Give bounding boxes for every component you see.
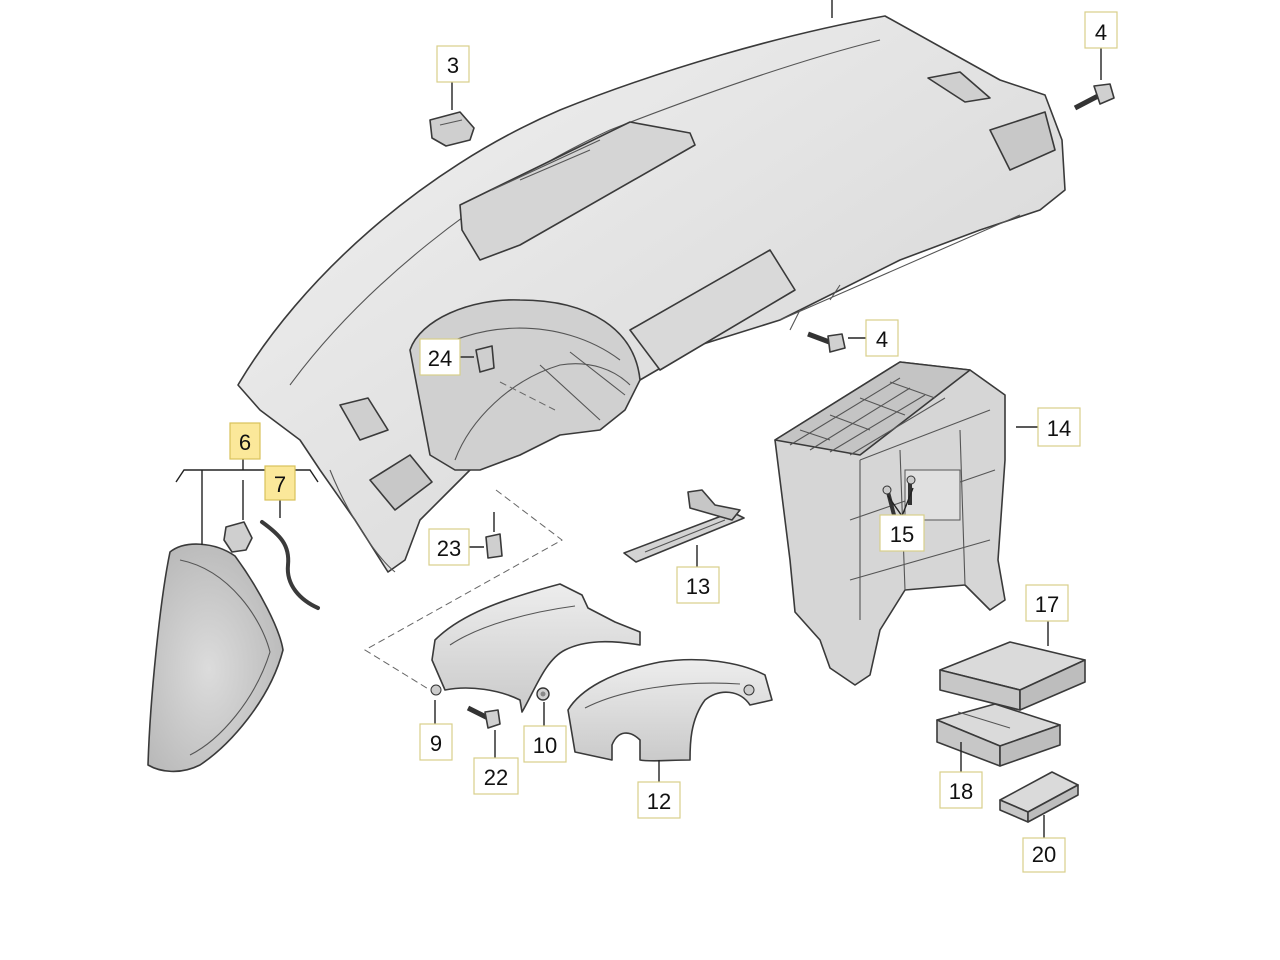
cable-part-7: [260, 520, 320, 610]
callout-label: 6: [239, 430, 251, 455]
module-part-18: [936, 703, 1061, 767]
callout-4-mid[interactable]: 4: [865, 319, 899, 357]
steering-trim-upper-part-9: [430, 583, 641, 713]
callout-3[interactable]: 3: [436, 45, 470, 83]
callout-17[interactable]: 17: [1025, 584, 1069, 622]
clip-part-23: [485, 533, 503, 559]
callout-13[interactable]: 13: [676, 566, 720, 604]
callout-10[interactable]: 10: [523, 725, 567, 763]
callout-label: 17: [1035, 592, 1059, 617]
trim-strip-part-13: [623, 489, 745, 563]
callout-label: 10: [533, 733, 557, 758]
screws-part-15: [882, 475, 916, 516]
callout-label: 18: [949, 779, 973, 804]
callout-14[interactable]: 14: [1037, 407, 1081, 447]
callout-15[interactable]: 15: [879, 514, 925, 552]
reference-dashed-outline: [364, 489, 563, 691]
side-cover-part: [147, 543, 284, 773]
bolt-part-4-mid: [807, 331, 846, 353]
callout-label: 3: [447, 53, 459, 78]
callout-18[interactable]: 18: [939, 771, 983, 809]
connector-part-6: [223, 521, 253, 553]
callout-label: 15: [890, 522, 914, 547]
callout-9[interactable]: 9: [419, 723, 453, 761]
callout-6[interactable]: 6: [229, 422, 261, 460]
grommet-part-10: [536, 687, 550, 701]
callout-label: 9: [430, 731, 442, 756]
callout-label: 7: [274, 472, 286, 497]
callout-label: 22: [484, 765, 508, 790]
callout-label: 24: [428, 346, 452, 371]
group-bracket-6: [175, 458, 319, 545]
clip-part-3: [429, 111, 475, 147]
callout-22[interactable]: 22: [473, 757, 519, 795]
callout-label: 4: [876, 327, 888, 352]
callout-label: 23: [437, 536, 461, 561]
callout-label: 12: [647, 789, 671, 814]
callout-label: 14: [1047, 416, 1071, 441]
callout-label: 13: [686, 574, 710, 599]
callout-4-top[interactable]: 4: [1084, 11, 1118, 49]
callout-label: 20: [1032, 842, 1056, 867]
screw-part-22: [466, 705, 501, 729]
callout-24[interactable]: 24: [419, 338, 461, 376]
bolt-part-4-top: [1073, 83, 1115, 111]
module-part-17: [939, 641, 1086, 711]
dashboard-panel: [237, 15, 1066, 573]
bracket-part-24: [475, 345, 495, 373]
module-part-20: [999, 771, 1079, 823]
callout-7[interactable]: 7: [264, 465, 296, 501]
callout-label: 4: [1095, 20, 1107, 45]
steering-trim-lower-part-12: [567, 658, 773, 762]
callout-20[interactable]: 20: [1022, 837, 1066, 873]
callout-23[interactable]: 23: [428, 528, 470, 566]
callout-12[interactable]: 12: [637, 781, 681, 819]
